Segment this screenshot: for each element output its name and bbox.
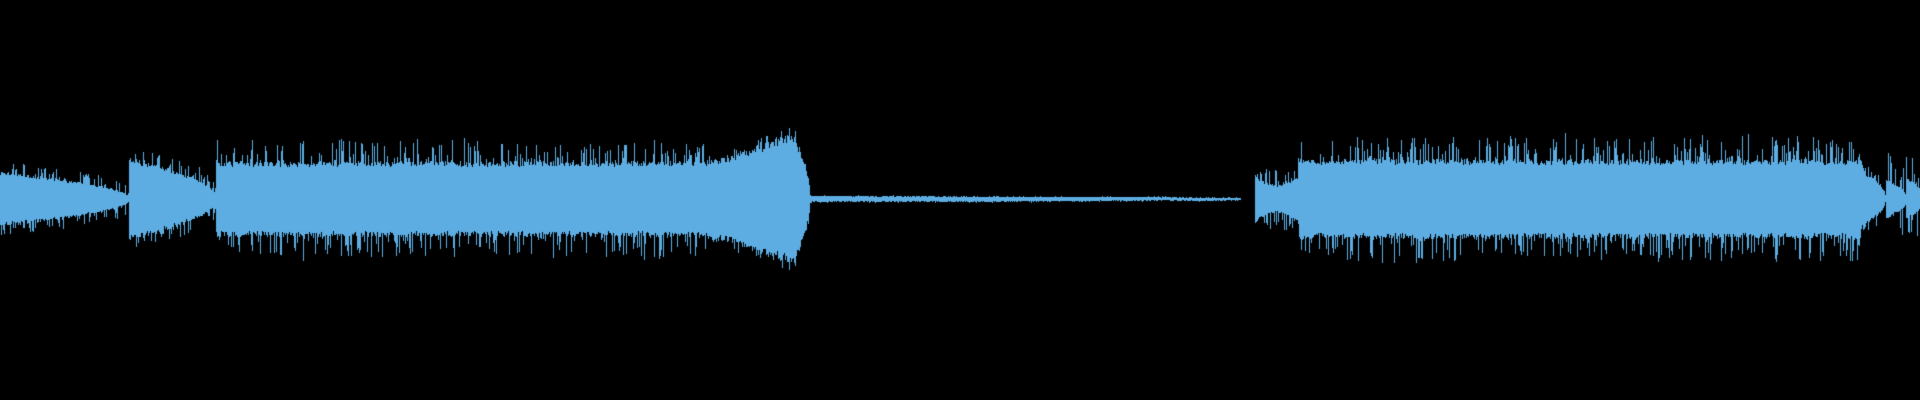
waveform-canvas	[0, 0, 1920, 400]
audio-waveform-view	[0, 0, 1920, 400]
